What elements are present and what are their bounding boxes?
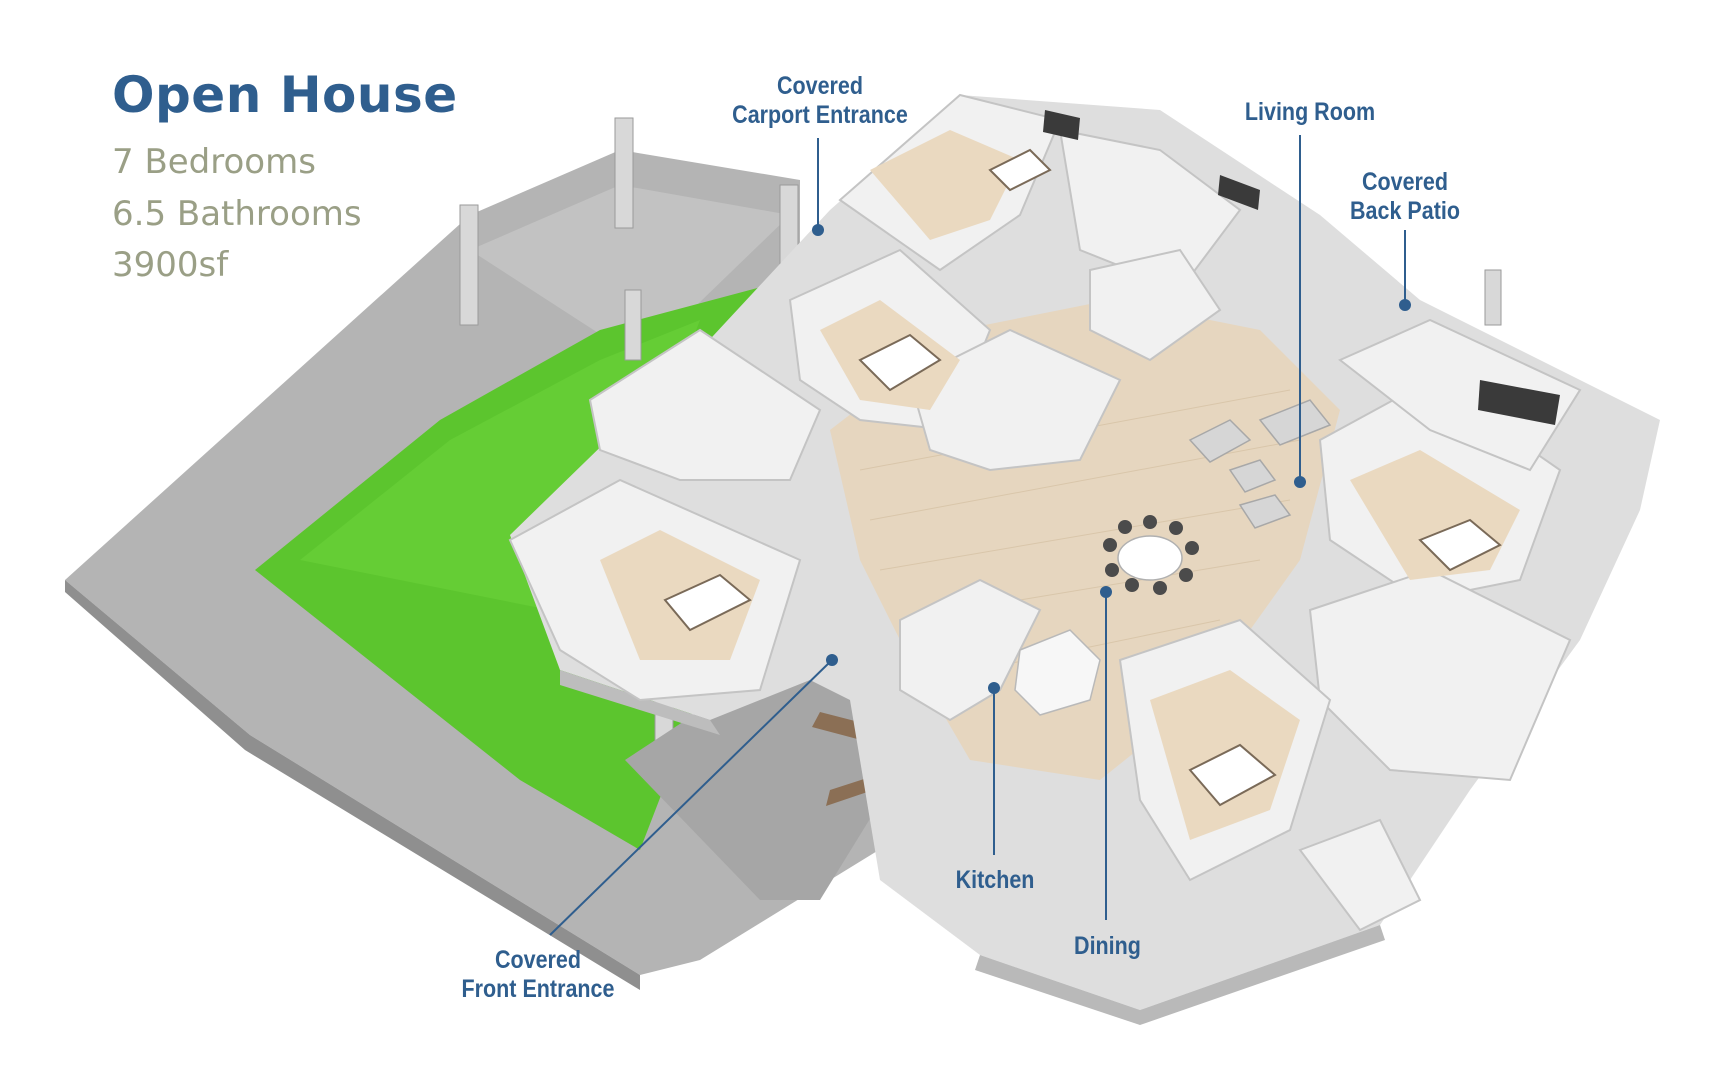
- leader-dots: [812, 224, 1411, 694]
- carport-slab: [470, 185, 790, 360]
- living-room-furniture: [1188, 399, 1332, 529]
- windows: [1043, 110, 1560, 425]
- callout-carport-line-2: Carport Entrance: [732, 101, 908, 129]
- callout-front-entrance: Covered Front Entrance: [443, 946, 632, 1004]
- page-title: Open House: [112, 66, 458, 124]
- callout-back-patio: Covered Back Patio: [1328, 168, 1483, 226]
- callout-back-patio-line-1: Covered: [1361, 168, 1449, 196]
- callout-front-line-1: Covered: [494, 946, 582, 974]
- callout-kitchen-line-1: Kitchen: [955, 866, 1035, 894]
- callout-kitchen: Kitchen: [931, 866, 1060, 895]
- house-exterior-shadow-2: [975, 925, 1385, 1025]
- kitchen-block: [899, 578, 1042, 722]
- front-patio: [625, 645, 900, 900]
- callout-carport-entrance: Covered Carport Entrance: [717, 72, 923, 130]
- callout-living-line-1: Living Room: [1244, 98, 1376, 126]
- callout-carport-line-1: Covered: [776, 72, 864, 100]
- bathrooms-left: [588, 328, 822, 481]
- closet-bottom: [1298, 818, 1422, 932]
- callout-living-room: Living Room: [1224, 98, 1396, 127]
- driveway-shadow: [65, 580, 640, 990]
- kitchen-island: [1014, 629, 1101, 716]
- area-stat: 3900sf: [112, 245, 229, 285]
- callout-back-patio-line-2: Back Patio: [1350, 197, 1460, 225]
- callout-dining: Dining: [1045, 932, 1170, 961]
- beds: [663, 148, 1502, 807]
- dining-set: [1103, 515, 1199, 595]
- callout-dining-line-1: Dining: [1074, 932, 1141, 960]
- bathroom-top: [1058, 128, 1242, 292]
- laundry: [1089, 248, 1222, 362]
- leader-lines: [549, 135, 1406, 936]
- closet-center: [908, 328, 1122, 472]
- callout-front-line-2: Front Entrance: [461, 975, 615, 1003]
- house-exterior-shadow: [560, 670, 720, 735]
- bedrooms-stat: 7 Bedrooms: [112, 142, 316, 182]
- bedroom-right-top: [1338, 318, 1582, 472]
- bathrooms-stat: 6.5 Bathrooms: [112, 194, 362, 234]
